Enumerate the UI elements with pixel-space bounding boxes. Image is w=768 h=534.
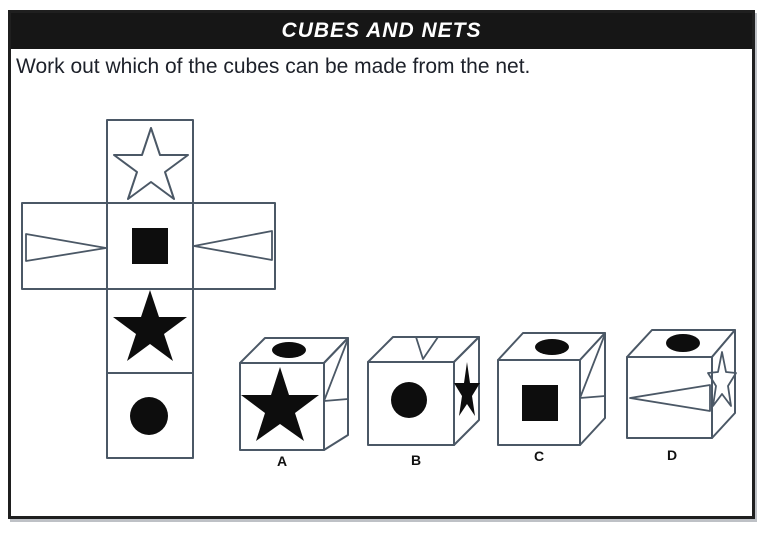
right-triangle-icon xyxy=(193,230,273,261)
cube-c-front-square-icon xyxy=(522,385,558,421)
filled-square-icon xyxy=(132,228,168,264)
cube-a-top-circle-icon xyxy=(272,342,306,358)
cube-c-side-triangle-icon xyxy=(579,395,606,399)
cube-d-side-star-icon xyxy=(707,351,737,407)
title-bar: CUBES AND NETS xyxy=(11,13,752,49)
filled-circle-icon xyxy=(130,397,168,435)
cube-b-front-circle-icon xyxy=(391,382,427,418)
cube-b-label: B xyxy=(411,452,421,468)
instruction-text: Work out which of the cubes can be made … xyxy=(16,55,531,78)
cube-d-top-circle-icon xyxy=(666,334,700,352)
cube-a-label: A xyxy=(277,453,287,469)
page-title: CUBES AND NETS xyxy=(281,19,482,42)
cube-c-label: C xyxy=(534,448,544,464)
net-cell-right-wing xyxy=(192,202,276,290)
cube-d-label: D xyxy=(667,447,677,463)
left-triangle-icon xyxy=(25,233,107,262)
cube-option-c[interactable]: C xyxy=(497,332,606,464)
cube-d-front-face xyxy=(626,356,713,439)
cube-a-side-triangle-icon xyxy=(323,338,349,402)
cube-b-top-triangle-icon xyxy=(415,336,439,360)
cube-net xyxy=(21,119,276,459)
cube-option-a[interactable]: A xyxy=(239,337,349,469)
net-cell-bottom xyxy=(106,372,194,459)
filled-star-icon xyxy=(113,290,187,361)
cube-b-side-star-icon xyxy=(454,362,480,416)
cube-d-front-triangle-icon xyxy=(629,384,711,412)
cube-option-d[interactable]: D xyxy=(626,329,737,463)
cube-c-side-triangle-icon xyxy=(579,333,606,399)
cube-c-top-circle-icon xyxy=(535,339,569,355)
outlined-star-icon xyxy=(113,127,189,200)
cube-a-side-triangle-icon xyxy=(323,398,349,402)
cube-a-front-star-icon xyxy=(241,367,319,441)
cube-option-b[interactable]: B xyxy=(367,336,480,468)
